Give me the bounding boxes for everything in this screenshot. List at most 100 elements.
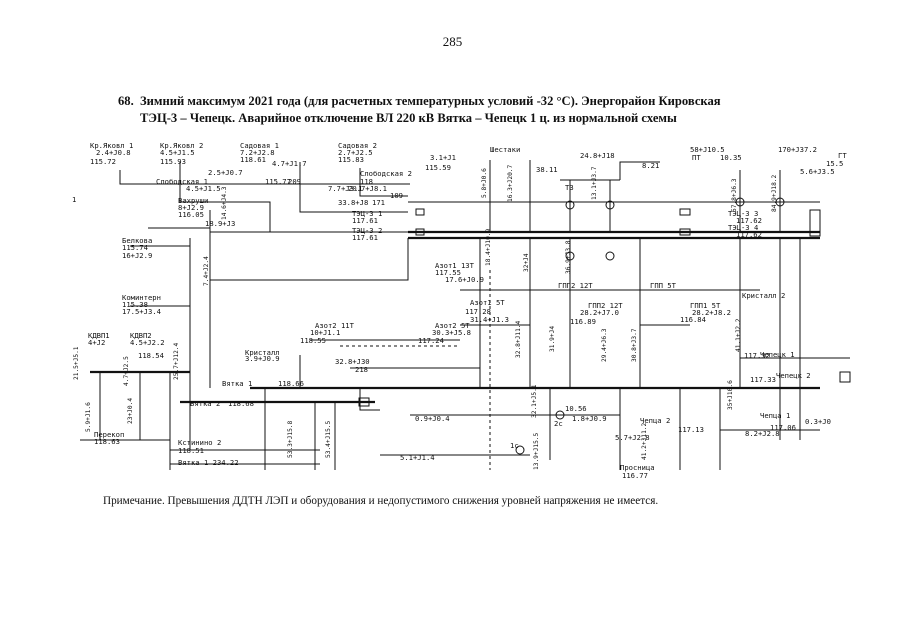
vflow-label: 32.1+J5.1 bbox=[531, 384, 538, 418]
flow-label: 32.8+J30 bbox=[335, 357, 370, 366]
vflow-label: 5.9+J1.6 bbox=[85, 402, 92, 432]
label-gpp1-5t: ГПП1 5Т bbox=[690, 301, 721, 310]
label-tec3-3: ТЭЦ-3 3 bbox=[728, 209, 758, 218]
label-kr-yakovl-2: Кр.Яковл 2 bbox=[160, 141, 203, 150]
vflow-label: 35+J10.6 bbox=[727, 380, 734, 410]
footnote: Примечание. Превышения ДДТН ЛЭП и оборуд… bbox=[103, 495, 659, 507]
vflow-label: 30.8+J3.7 bbox=[631, 328, 638, 362]
line-slobodskaya bbox=[299, 162, 408, 213]
flow-komintern: 17.5+J3.4 bbox=[122, 307, 161, 316]
flow-label: 5.1+J1.4 bbox=[400, 453, 435, 462]
page-number: 285 bbox=[442, 34, 463, 49]
voltage-azot1-5t: 117.28 bbox=[465, 307, 491, 316]
label-shestaki: Шестаки bbox=[490, 145, 520, 154]
label-1c: 1c bbox=[510, 441, 519, 450]
transformer-gt bbox=[775, 197, 785, 207]
flow-label: 24.8+J18 bbox=[580, 151, 615, 160]
flow-azot1-13t: 17.6+J0.9 bbox=[445, 275, 484, 284]
voltage-kstinino-2: 118.51 bbox=[178, 446, 204, 455]
label-kr-yakovl-1: Кр.Яковл 1 bbox=[90, 141, 133, 150]
flow-label: 8.21 bbox=[642, 161, 659, 170]
flow-label: 2.5+J0.7 bbox=[208, 168, 243, 177]
vflow-label: 7.4+J2.4 bbox=[203, 256, 210, 286]
vflow-label: 4.7+J2.5 bbox=[123, 356, 130, 386]
flow-label: 4.7+J1.7 bbox=[272, 159, 307, 168]
vflow-label: 41.1+J2.2 bbox=[735, 318, 742, 352]
vflow-label: 18.4+J10.9 bbox=[485, 228, 492, 266]
breaker-chepetsk-2 bbox=[839, 371, 851, 383]
label-slobodskaya-2: Слободская 2 bbox=[360, 169, 412, 178]
breaker-tec3-3 bbox=[679, 208, 691, 216]
voltage-slobodskaya-1: 115.77 bbox=[265, 177, 291, 186]
flow-label: 1.8+J0.9 bbox=[572, 414, 607, 423]
voltage-tec3-2: 117.61 bbox=[352, 233, 378, 242]
figure-number: 68. bbox=[118, 94, 134, 108]
flow-azot2-11t: 10+J1.1 bbox=[310, 328, 340, 337]
flow-gpp2-12t: 28.2+J7.0 bbox=[580, 308, 619, 317]
line-sadovaya bbox=[179, 162, 271, 232]
voltage-gt: 15.5 bbox=[826, 159, 843, 168]
label-gpp2-12t: ГПП2 12Т bbox=[588, 301, 623, 310]
label-1: 1 bbox=[72, 195, 76, 204]
voltage-prosnica: 116.77 bbox=[622, 471, 648, 480]
transformer-t3-b bbox=[605, 200, 615, 210]
flow-kristall: 3.9+J0.9 bbox=[245, 354, 280, 363]
flow-chepca-2: 5.7+J2.8 bbox=[615, 433, 650, 442]
voltage-pt: 10.35 bbox=[720, 153, 742, 162]
line-32-8 bbox=[350, 367, 481, 388]
vflow-label: 53.3+J15.8 bbox=[287, 420, 294, 458]
voltage-slobodskaya-2: 118 bbox=[360, 177, 373, 186]
flow-label: 38.11 bbox=[536, 165, 558, 174]
label-pt: ПТ bbox=[692, 153, 701, 162]
breaker-tec3-4 bbox=[679, 228, 691, 236]
label-gt: ГТ bbox=[838, 151, 847, 160]
voltage-sadovaya-1: 118.61 bbox=[240, 155, 266, 164]
voltage-belkova: 115.74 bbox=[122, 243, 148, 252]
vflow-label: 36.9+J3.8 bbox=[565, 240, 572, 274]
vflow-label: 32+J4 bbox=[523, 253, 530, 272]
label-171: 171 bbox=[372, 198, 385, 207]
line-azot-13t bbox=[210, 238, 409, 281]
label-azot2-5t: Азот2 5Т bbox=[435, 321, 470, 330]
voltage-azot2-5t: 117.24 bbox=[418, 336, 444, 345]
node-labels: Кр.Яковл 1 2.4+J0.8 115.72 Кр.Яковл 2 4.… bbox=[88, 141, 847, 480]
voltage-vyatka-1: 118.66 bbox=[278, 379, 304, 388]
breaker-tec3-2 bbox=[415, 228, 425, 236]
label-kstinino-2: Кстинино 2 bbox=[178, 438, 221, 447]
voltage-vahrushi: 116.05 bbox=[178, 210, 204, 219]
label-vyatka-234: Вятка 1 234.22 bbox=[178, 458, 239, 467]
flow-label: 18.9+J3 bbox=[205, 219, 235, 228]
vertical-flow-labels: 14.6+J4.3 5.8+J0.6 16.3+J20.7 13.1+J3.7 … bbox=[73, 164, 778, 470]
flow-label: 0.3+J0 bbox=[805, 417, 831, 426]
line-218 bbox=[359, 388, 380, 411]
voltage-kr-yakovl-2: 115.93 bbox=[160, 157, 186, 166]
label-azot1-5t: Азот1 5Т bbox=[470, 298, 505, 307]
voltage-kr-yakovl-1: 115.72 bbox=[90, 157, 116, 166]
voltage-azot1-13t: 117.55 bbox=[435, 268, 461, 277]
voltage-tec3-3: 117.62 bbox=[736, 216, 762, 225]
figure-title-line-1: Зимний максимум 2021 года (для расчетных… bbox=[140, 94, 721, 108]
voltage-shestaki: 115.59 bbox=[425, 163, 451, 172]
voltage-azot2-11t: 118.55 bbox=[300, 336, 326, 345]
flow-kr-yakovl-1: 2.4+J0.8 bbox=[96, 148, 131, 157]
transformer-gpp-b bbox=[605, 251, 615, 261]
flow-azot1-5t: 31.4+J1.3 bbox=[470, 315, 509, 324]
label-109: 109 bbox=[390, 191, 403, 200]
label-2c: 2c bbox=[554, 419, 563, 428]
voltage-komintern: 115.38 bbox=[122, 300, 148, 309]
vflow-label: 53.4+J15.5 bbox=[325, 420, 332, 458]
flow-sadovaya-2: 2.7+J2.5 bbox=[338, 148, 373, 157]
flow-label: 5.6+J3.5 bbox=[800, 167, 835, 176]
label-kdvp1: КДВП1 bbox=[88, 331, 110, 340]
label-sadovaya-2: Садовая 2 bbox=[338, 141, 377, 150]
flow-label: 10.56 bbox=[565, 404, 587, 413]
flow-belkova: 16+J2.9 bbox=[122, 251, 152, 260]
vflow-label: 84.9+J18.2 bbox=[771, 174, 778, 212]
flow-shestaki: 3.1+J1 bbox=[430, 153, 456, 162]
label-vahrushi: Вахруши bbox=[178, 196, 208, 205]
label-gpp2-12t-bus: ГПП2 12Т bbox=[558, 281, 593, 290]
label-kristall-2: Кристалл 2 bbox=[742, 291, 785, 300]
vflow-label: 31.9+J4 bbox=[549, 326, 556, 352]
vflow-label: 16.3+J20.7 bbox=[507, 164, 514, 202]
voltage-perekop: 118.63 bbox=[94, 437, 120, 446]
